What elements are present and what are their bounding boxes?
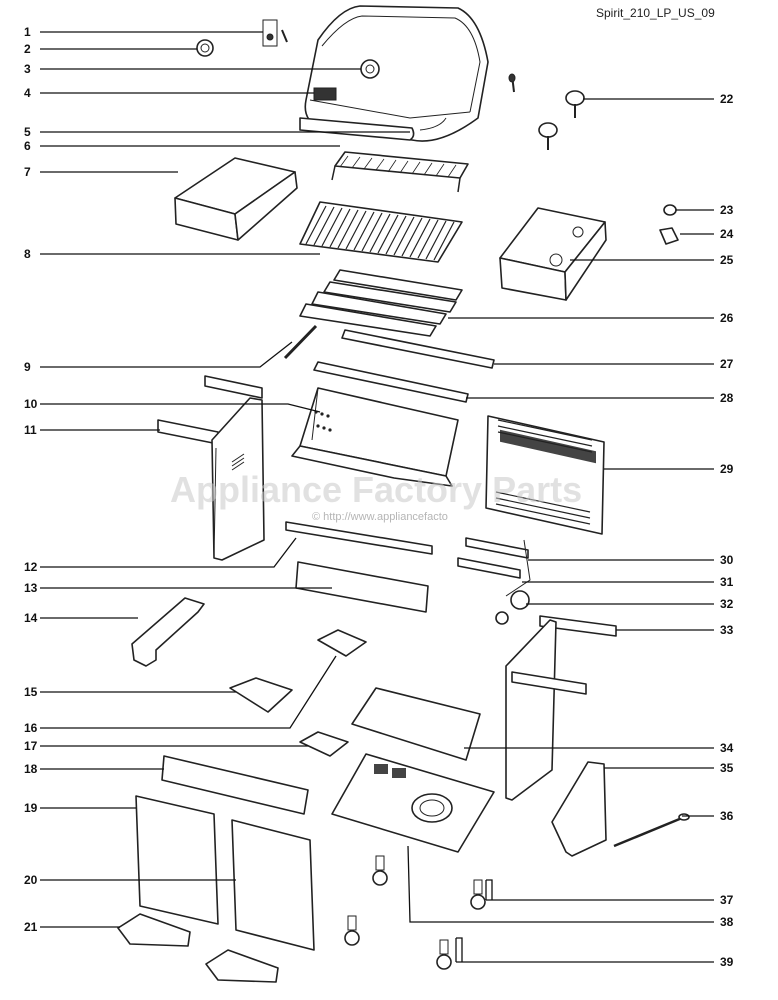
diagram-title: Spirit_210_LP_US_09 — [596, 6, 715, 20]
callout-29: 29 — [720, 462, 734, 476]
part-21-door-handle — [117, 913, 191, 947]
callout-2: 2 — [24, 42, 31, 56]
part-19-left-door — [135, 795, 219, 925]
part-30-32-manifold — [457, 537, 531, 625]
part-18-front-panel — [161, 755, 309, 815]
part-25-right-side-table — [499, 207, 607, 301]
part-illustrations — [117, 5, 690, 983]
part-17-catch-pan — [299, 731, 349, 757]
part-10-cookbox — [291, 387, 459, 487]
part-36-tool — [613, 813, 690, 848]
callout-26: 26 — [720, 311, 734, 325]
part-33-right-frame — [505, 615, 617, 801]
part-34-bottom-tray — [351, 687, 481, 761]
callout-30: 30 — [720, 553, 734, 567]
part-35-bracket — [551, 761, 607, 857]
callout-14: 14 — [24, 611, 38, 625]
part-7-left-side-table — [174, 157, 298, 241]
callout-21: 21 — [24, 920, 38, 934]
callout-35: 35 — [720, 761, 734, 775]
callout-3: 3 — [24, 62, 31, 76]
part-15-drip-tray — [229, 677, 293, 713]
part-38-bottom-shelf — [331, 753, 495, 853]
callout-6: 6 — [24, 139, 31, 153]
leader-lines — [40, 31, 714, 963]
callout-22: 22 — [720, 92, 734, 106]
part-5-handle — [299, 117, 415, 141]
part-4-logo — [313, 87, 337, 101]
callout-8: 8 — [24, 247, 31, 261]
callout-39: 39 — [720, 955, 734, 969]
part-8-cooking-grates — [299, 201, 463, 263]
callout-33: 33 — [720, 623, 734, 637]
callout-24: 24 — [720, 227, 734, 241]
callout-16: 16 — [24, 721, 38, 735]
callout-36: 36 — [720, 809, 734, 823]
callout-15: 15 — [24, 685, 38, 699]
part-2-thermometer — [196, 39, 214, 57]
part-14-handle — [131, 597, 205, 667]
part-27-burner-tube — [341, 329, 495, 369]
watermark-url: © http://www.appliancefacto — [312, 511, 448, 523]
callout-31: 31 — [720, 575, 734, 589]
part-11-left-frame — [157, 375, 265, 561]
part-casters — [344, 855, 486, 970]
callout-12: 12 — [24, 560, 38, 574]
part-26-flavorizer-bars — [299, 269, 463, 337]
callout-17: 17 — [24, 739, 38, 753]
callout-28: 28 — [720, 391, 734, 405]
part-6-warming-rack — [331, 151, 469, 193]
callout-34: 34 — [720, 741, 734, 755]
part-13-crossbar — [295, 561, 429, 613]
part-22-knobs — [508, 73, 585, 150]
callout-25: 25 — [720, 253, 734, 267]
callout-20: 20 — [24, 873, 38, 887]
callout-19: 19 — [24, 801, 38, 815]
part-23-24-fittings — [659, 204, 679, 245]
callout-23: 23 — [720, 203, 734, 217]
part-29-back-panel — [485, 415, 605, 535]
part-20-right-door — [231, 819, 315, 951]
part-16-catch-pan — [317, 629, 367, 657]
callout-5: 5 — [24, 125, 31, 139]
callout-32: 32 — [720, 597, 734, 611]
callout-13: 13 — [24, 581, 38, 595]
callout-11: 11 — [24, 423, 37, 437]
callout-numbers: 1 2 3 4 5 6 7 8 9 10 11 12 13 14 15 16 1… — [24, 25, 734, 969]
part-1-hardware — [262, 19, 288, 47]
part-9-rod — [283, 324, 318, 360]
part-12-crossbar — [285, 521, 433, 555]
part-28-burner-tube — [313, 361, 469, 403]
callout-27: 27 — [720, 357, 734, 371]
callout-10: 10 — [24, 397, 38, 411]
callout-38: 38 — [720, 915, 734, 929]
callout-37: 37 — [720, 893, 734, 907]
part-21-door-handle-2 — [205, 949, 279, 983]
part-3-thermometer-bezel — [360, 59, 380, 79]
callout-4: 4 — [24, 86, 31, 100]
callout-7: 7 — [24, 165, 31, 179]
watermark: Appliance Factory Parts — [170, 469, 582, 510]
part-lid — [299, 5, 489, 142]
callout-18: 18 — [24, 762, 38, 776]
callout-1: 1 — [24, 25, 31, 39]
callout-9: 9 — [24, 360, 31, 374]
